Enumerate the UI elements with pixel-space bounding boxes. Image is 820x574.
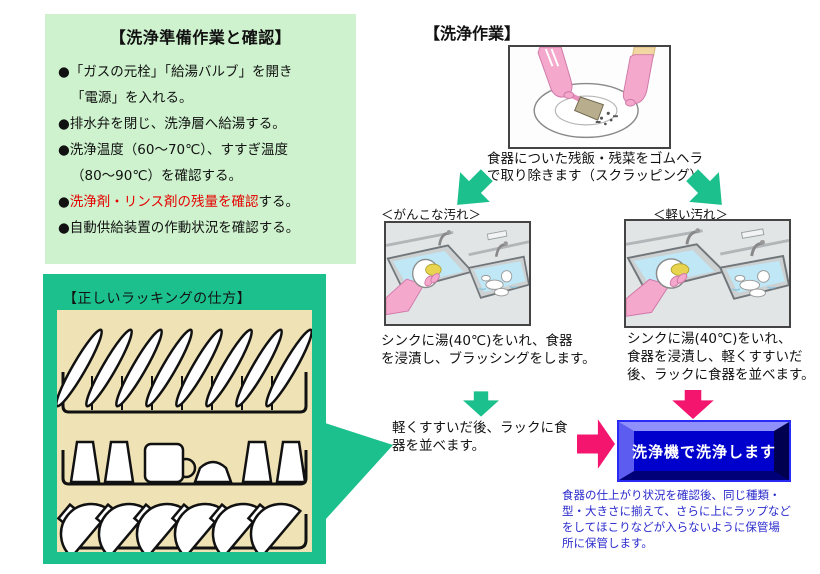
scraping-drawing-icon — [511, 47, 668, 147]
pink-arrow-right-icon — [577, 419, 615, 469]
label-light-dirt: ＜軽い汚れ＞ — [653, 207, 729, 222]
stubborn-sink-illustration — [384, 221, 531, 326]
prep-checklist: ●「ガスの元栓」「給湯バルブ」を開き 「電源」を入れる。 ●排水弁を閉じ、洗浄層… — [45, 59, 356, 241]
prep-item-detergent-rest: する。 — [258, 194, 300, 210]
callout-pointer-icon — [325, 423, 393, 520]
wash-section-heading: 【洗浄作業】 — [424, 24, 521, 43]
prep-item-autofeed: ●自動供給装置の作動状況を確認する。 — [58, 220, 300, 236]
prep-item-temp-cont: （80～90℃）を確認する。 — [71, 168, 243, 184]
prep-item-detergent: ●洗浄剤・リンス剤の残量を確認する。 — [58, 189, 356, 215]
light-caption-line3: 後、ラックに食器を並べます。 — [627, 367, 815, 383]
prep-panel-title: 【洗浄準備作業と確認】 — [109, 28, 292, 47]
light-sink-illustration — [624, 219, 791, 328]
rinse-note-line1: 軽くすすいだ後、ラックに食 — [392, 420, 568, 436]
light-caption-line1: シンクに湯(40℃)をいれ、 — [627, 331, 792, 347]
storage-note-line4: 所に保管します。 — [562, 536, 653, 550]
prep-item-drain: ●排水弁を閉じ、洗浄層へ給湯する。 — [58, 116, 286, 132]
scraping-illustration — [508, 45, 671, 149]
stubborn-caption-line1: シンクに湯(40℃)をいれ、食器 — [381, 333, 573, 349]
light-caption-line2: 食器を浸漬し、軽くすすいだ — [627, 349, 803, 365]
label-stubborn-dirt: ＜がんこな汚れ＞ — [381, 207, 482, 222]
green-arrow-down-right-icon — [686, 169, 722, 205]
scraping-caption-line2: で取り除きます（スクラッピング） — [487, 168, 703, 184]
light-caption: シンクに湯(40℃)をいれ、 食器を浸漬し、軽くすすいだ 後、ラックに食器を並べ… — [627, 330, 815, 384]
sink-drawing-icon — [626, 221, 789, 326]
racking-title: 【正しいラッキングの仕方】 — [63, 291, 252, 307]
prep-item-temp: ●洗浄温度（60～70℃）、すすぎ温度 — [58, 142, 289, 158]
racking-callout: 【正しいラッキングの仕方】 — [43, 274, 326, 564]
green-arrow-down-left-icon — [457, 169, 493, 205]
stubborn-caption: シンクに湯(40℃)をいれ、食器 を浸漬し、ブラッシングをします。 — [381, 332, 596, 368]
wash-machine-button-label: 洗浄機で洗浄します — [632, 442, 777, 461]
storage-note: 食器の仕上がり状況を確認後、同じ種類・ 型・大きさに揃えて、さらに上にラップなど… — [562, 487, 814, 551]
racking-illustration — [55, 310, 313, 559]
storage-note-line3: をしてほこりなどが入らないように保管場 — [562, 520, 780, 534]
stubborn-caption-line2: を浸漬し、ブラッシングをします。 — [381, 351, 596, 367]
wash-machine-button-bevel: 洗浄機で洗浄します — [619, 422, 789, 480]
sink-drawing-icon — [386, 223, 529, 324]
prep-item-detergent-red: 洗浄剤・リンス剤の残量を確認 — [69, 194, 259, 210]
scraping-caption-line1: 食器についた残飯・残菜をゴムヘラ — [487, 151, 703, 167]
rack-drawing-icon — [55, 328, 313, 559]
wash-machine-button: 洗浄機で洗浄します — [617, 420, 791, 482]
prep-panel: 【洗浄準備作業と確認】 ●「ガスの元栓」「給湯バルブ」を開き 「電源」を入れる。… — [45, 14, 356, 264]
rinse-note-line2: 器を並べます。 — [392, 438, 486, 454]
bullet: ● — [58, 194, 70, 210]
rinse-note: 軽くすすいだ後、ラックに食 器を並べます。 — [392, 419, 568, 455]
green-arrow-down-icon — [463, 391, 499, 417]
prep-item-gas-cont: 「電源」を入れる。 — [71, 90, 193, 106]
scraping-caption: 食器についた残飯・残菜をゴムヘラ で取り除きます（スクラッピング） — [487, 151, 703, 185]
pink-arrow-down-icon — [672, 390, 714, 419]
storage-note-line2: 型・大きさに揃えて、さらに上にラップなど — [562, 504, 791, 518]
prep-item-gas: ●「ガスの元栓」「給湯バルブ」を開き — [58, 64, 293, 80]
storage-note-line1: 食器の仕上がり状況を確認後、同じ種類・ — [562, 488, 781, 502]
